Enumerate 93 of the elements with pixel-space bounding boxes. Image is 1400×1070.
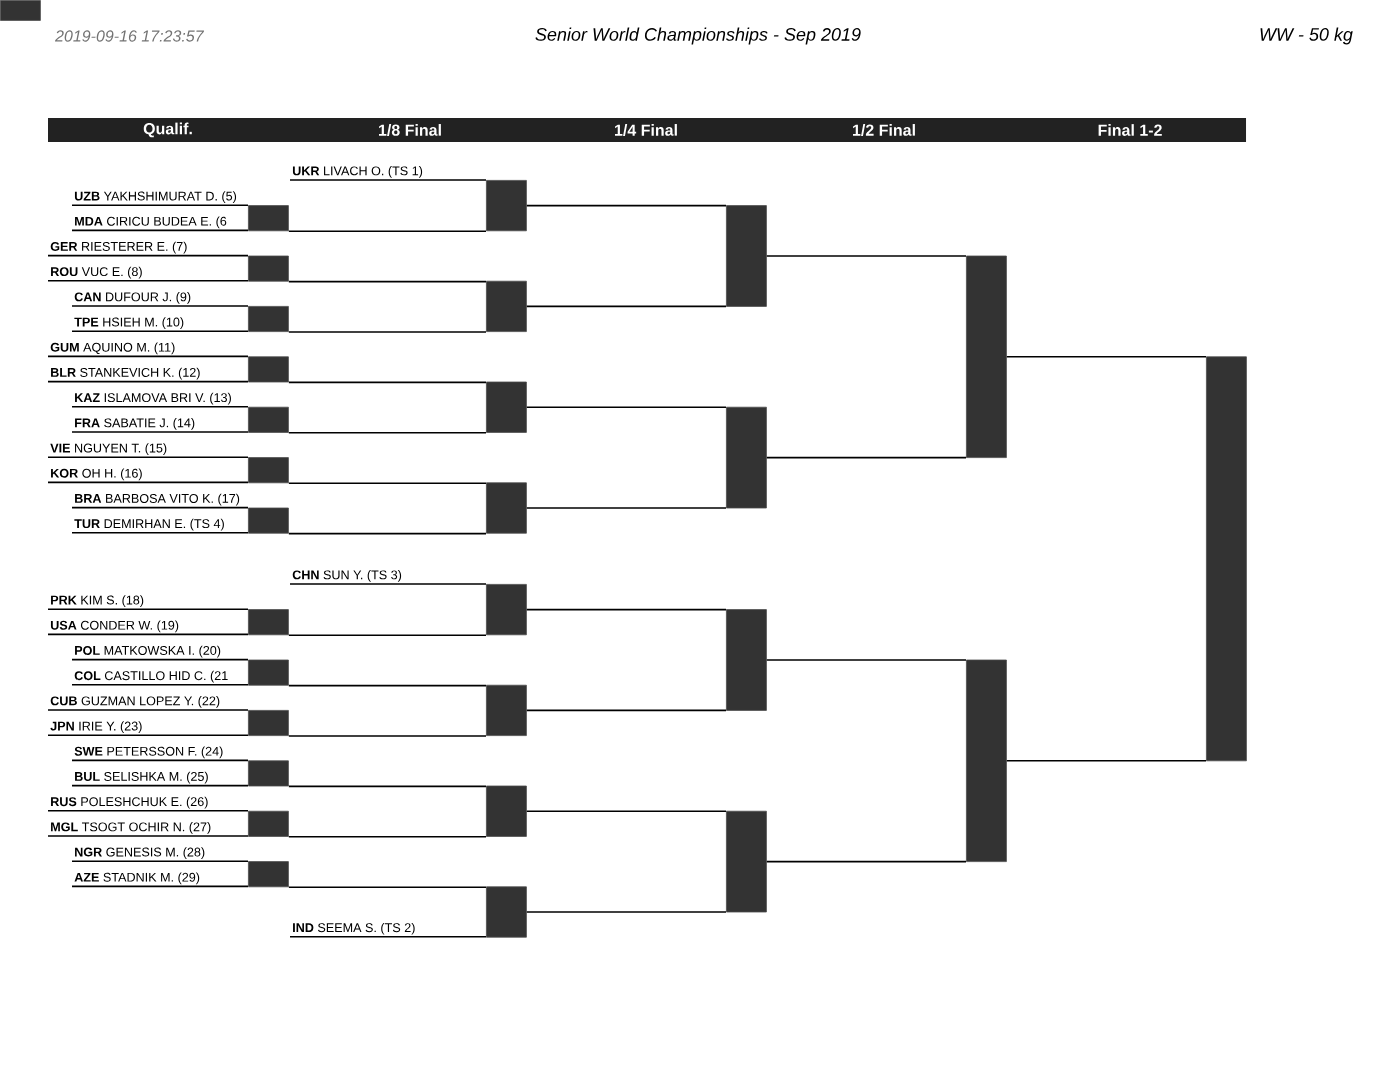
bracket-line (526, 305, 727, 308)
column-header: 1/8 Final (379, 124, 441, 136)
bracket-line (288, 331, 487, 333)
match-bar (248, 861, 289, 888)
match-bar (726, 810, 767, 913)
match-bar (966, 255, 1007, 458)
bracket-line (289, 583, 487, 585)
column-header: Qualif. (143, 122, 192, 138)
bracket-line (71, 759, 249, 762)
match-bar (726, 609, 767, 711)
match-bar (248, 810, 289, 837)
bracket-line (526, 911, 727, 913)
bracket-line (766, 659, 967, 661)
bracket-line (288, 230, 487, 232)
match-bar (248, 356, 289, 383)
bracket-line (526, 709, 727, 712)
match-bar (486, 785, 527, 837)
bracket-line (47, 633, 249, 636)
bracket-line (766, 860, 967, 863)
bracket-line (71, 784, 249, 787)
match-bar (486, 584, 527, 636)
bracket-line (1006, 356, 1207, 358)
match-bar (966, 659, 1007, 862)
column-header: Final 1-2 (1098, 124, 1162, 136)
bracket-line (288, 886, 487, 888)
bracket-line (71, 860, 249, 862)
column-header: 1/2 Final (853, 124, 915, 136)
match-bar (486, 381, 527, 433)
match-bar (248, 659, 289, 686)
bracket-line (71, 330, 249, 332)
bracket-line (288, 432, 487, 434)
bracket-line (47, 280, 249, 282)
match-bar (486, 482, 527, 534)
bracket-line (47, 810, 249, 812)
bracket-line (526, 204, 727, 207)
bracket-line (47, 608, 249, 610)
match-bar (248, 760, 289, 787)
bracket-line (47, 355, 249, 358)
bracket-line (71, 204, 249, 206)
match-bar (248, 609, 289, 636)
bracket-line (71, 431, 249, 433)
match-bar (486, 180, 527, 232)
bracket-line (71, 658, 249, 661)
bracket-line (47, 481, 249, 484)
bracket-line (71, 406, 249, 408)
match-bar (248, 306, 289, 332)
bracket-line (47, 734, 249, 736)
column-header: 1/4 Final (615, 124, 677, 136)
bracket-line (289, 936, 487, 938)
bracket-line (288, 735, 487, 737)
bracket-line (47, 380, 249, 383)
match-bar (0, 0, 41, 21)
bracket-line (47, 254, 249, 257)
bracket-line (526, 507, 727, 509)
bracket-line (766, 255, 967, 257)
bracket-line (71, 684, 249, 686)
bracket-line (288, 482, 487, 484)
match-bar (1206, 356, 1247, 762)
bracket-line (47, 835, 249, 837)
weight-class: WW - 50 kg (1260, 27, 1353, 45)
bracket-line (288, 381, 487, 384)
bracket-line (71, 506, 249, 509)
bracket-line (47, 709, 249, 711)
match-bar (248, 710, 289, 736)
match-bar (248, 507, 289, 534)
bracket-line (288, 836, 487, 838)
bracket-line (71, 305, 249, 307)
bracket-line (526, 810, 727, 812)
bracket-line (766, 456, 967, 459)
match-bar (486, 280, 527, 332)
bracket-line (288, 280, 487, 283)
bracket-line (71, 885, 249, 888)
bracket-line (71, 229, 249, 232)
match-bar (486, 684, 527, 736)
match-bar (248, 205, 289, 232)
bracket-line (288, 634, 487, 636)
match-bar (248, 406, 289, 433)
bracket-line (288, 532, 487, 535)
bracket-line (1006, 760, 1207, 762)
bracket-line (47, 456, 249, 458)
bracket-line (526, 608, 727, 611)
match-bar (248, 457, 289, 484)
title: Senior World Championships - Sep 2019 (535, 27, 861, 45)
match-bar (486, 886, 527, 938)
match-bar (248, 255, 289, 282)
bracket-line (526, 406, 727, 408)
bracket-line (288, 684, 487, 687)
match-bar (726, 406, 767, 509)
bracket-line (288, 785, 487, 788)
bracket-line (71, 532, 249, 534)
timestamp: 2019-09-16 17:23:57 (54, 30, 205, 42)
bracket-line (289, 179, 487, 181)
match-bar (726, 205, 767, 307)
